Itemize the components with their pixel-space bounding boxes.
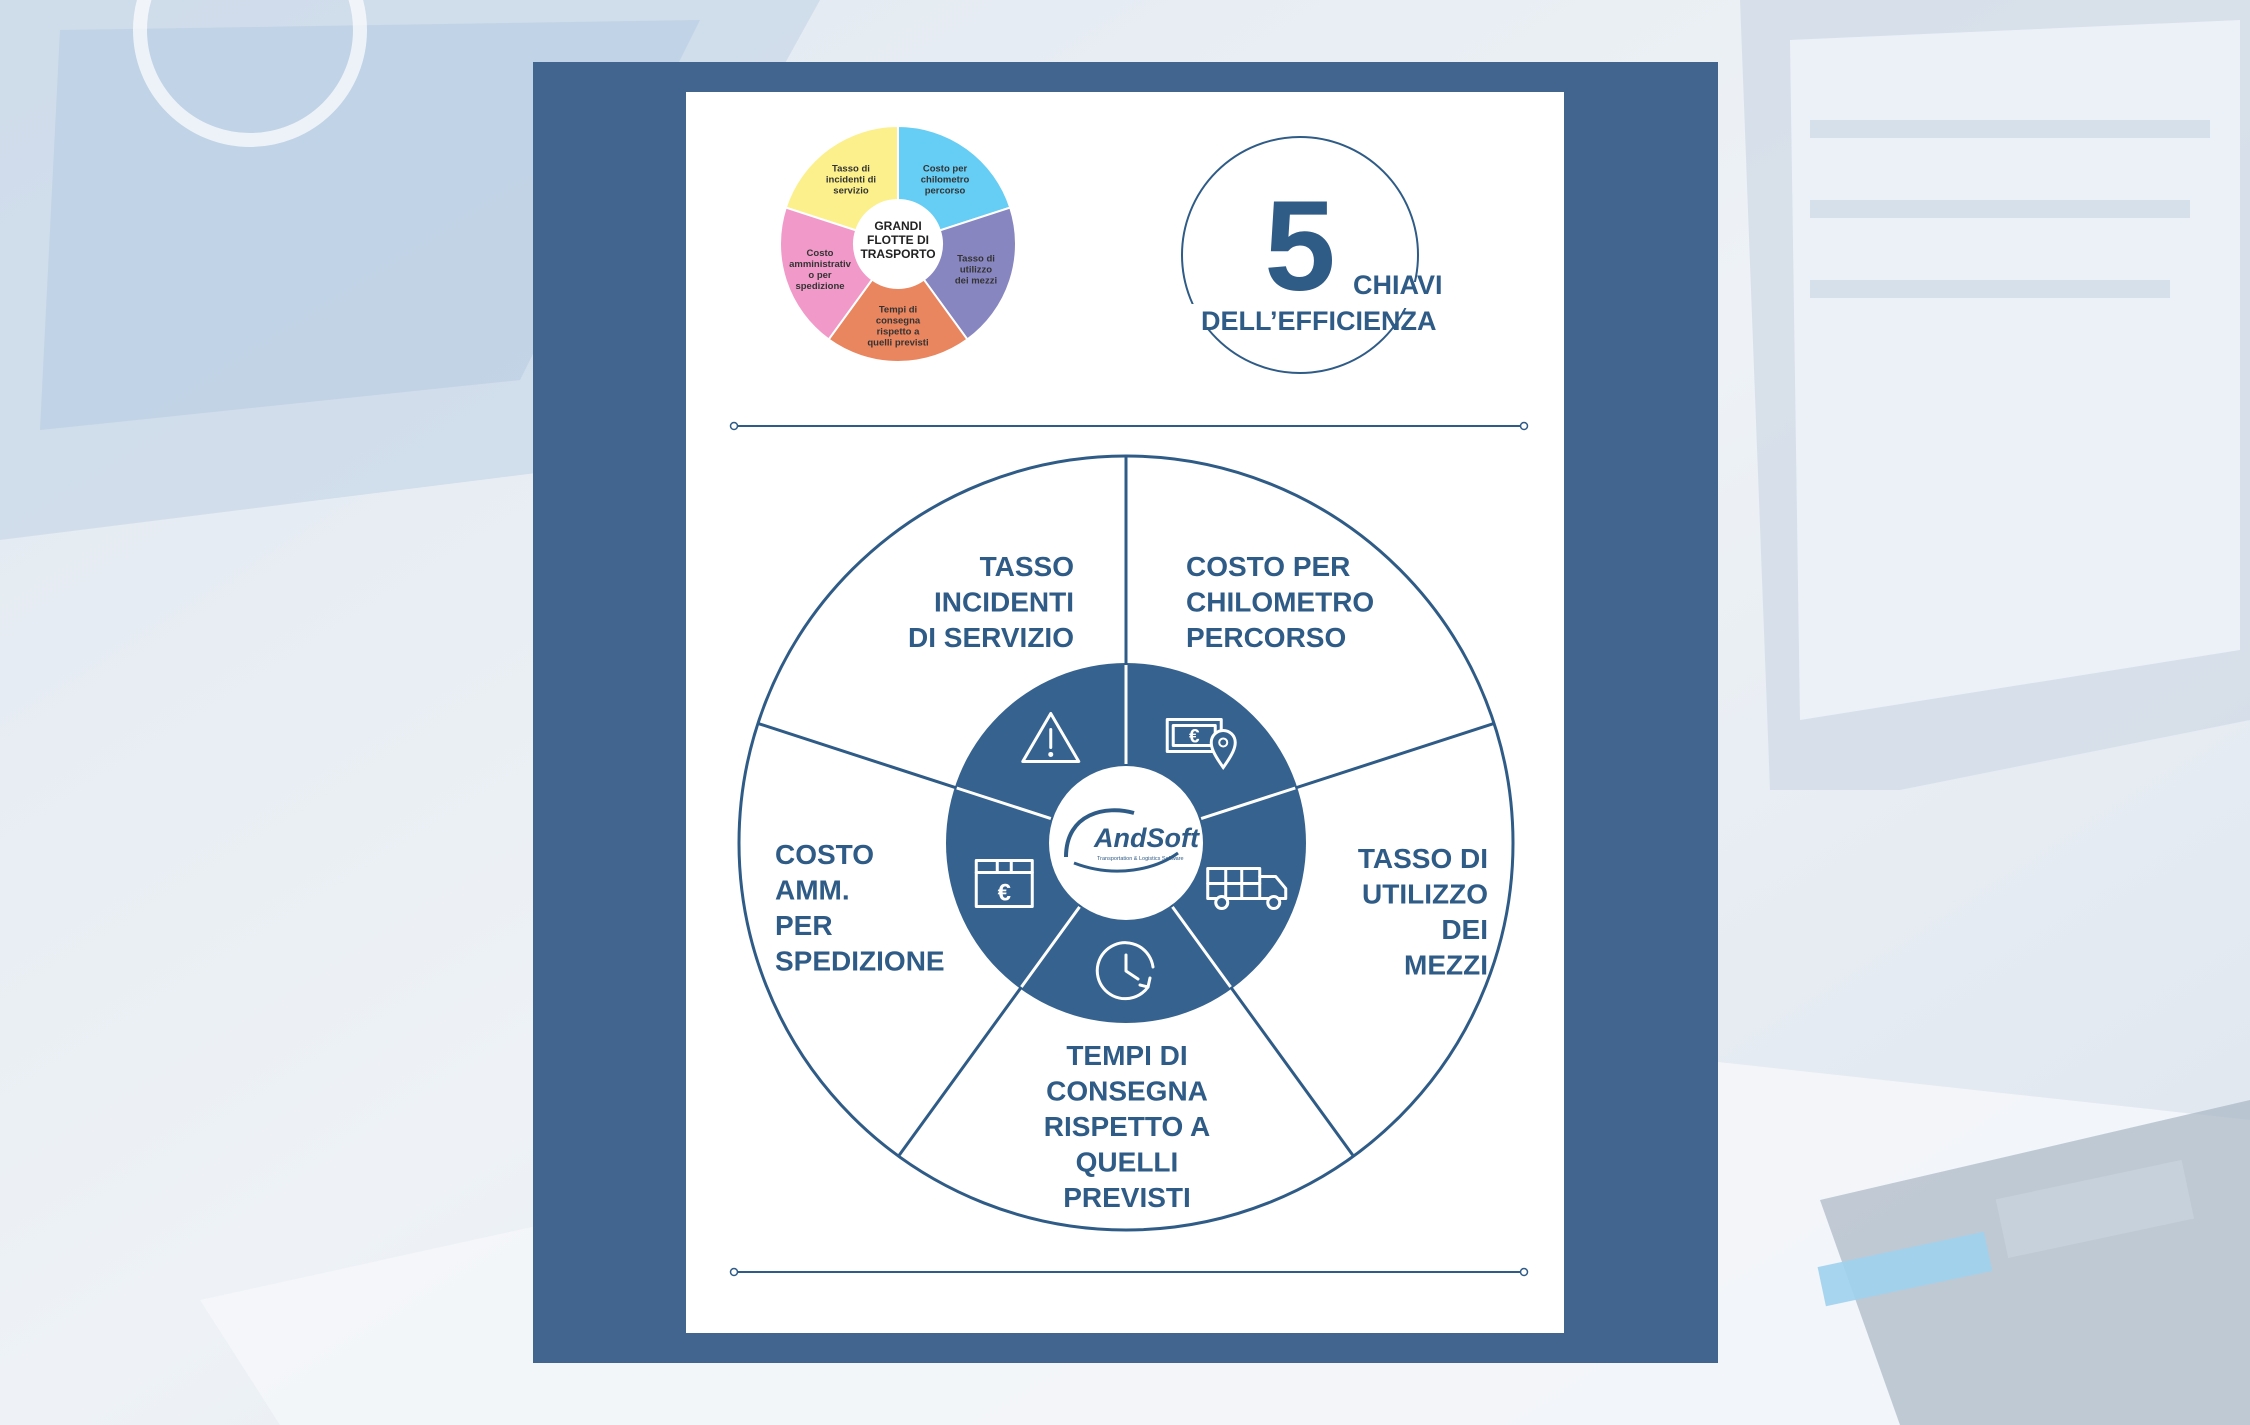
- wheel-segment-label: TEMPI DI CONSEGNA RISPETTO A QUELLI PREVISTI: [1044, 1040, 1210, 1213]
- wheel-segment-label: COSTO AMM. PER SPEDIZIONE: [775, 839, 945, 977]
- mini-segment-label-line: spedizione: [795, 281, 844, 292]
- wheel-segment-label: COSTO PER CHILOMETRO PERCORSO: [1186, 551, 1374, 653]
- wheel-segment-label-line: INCIDENTI: [934, 587, 1074, 618]
- mini-segment-label-line: o per: [808, 270, 832, 281]
- mini-segment-label-line: servizio: [833, 185, 869, 196]
- mini-wheel-center: [854, 200, 942, 288]
- mini-segment-label-line: utilizzo: [960, 264, 992, 275]
- heading-5-chiavi: 5 CHIAVI DELL’EFFICIENZA: [1181, 136, 1443, 374]
- mini-segment-label-line: quelli previsti: [867, 338, 928, 349]
- divider-top: [729, 421, 1529, 431]
- logo-tagline: Transportation & Logistics Software: [1097, 856, 1184, 862]
- svg-text:€: €: [1189, 726, 1200, 747]
- mini-center-label-line: GRANDI: [874, 219, 921, 233]
- warning-icon: [1021, 711, 1081, 763]
- wheel-segment-label-line: TASSO DI: [1358, 843, 1488, 874]
- wheel-segment-label-line: MEZZI: [1404, 950, 1488, 981]
- wheel-segment-label-line: CHILOMETRO: [1186, 587, 1374, 618]
- clock-icon: [1095, 941, 1155, 1001]
- mini-segment-label-line: percorso: [925, 185, 966, 196]
- heading-circle: [1181, 136, 1419, 374]
- wheel-segment-label-line: CONSEGNA: [1046, 1076, 1208, 1107]
- wheel-segment-label-line: QUELLI: [1076, 1147, 1179, 1178]
- mini-segment-label-line: Costo per: [923, 163, 968, 174]
- wheel-segment-label-line: PERCORSO: [1186, 622, 1346, 653]
- wheel-segment-label: TASSO INCIDENTI DI SERVIZIO: [908, 551, 1074, 653]
- box-euro-icon: €: [974, 859, 1034, 909]
- wheel-segment-label-line: COSTO PER: [1186, 551, 1350, 582]
- truck-icon: [1206, 867, 1288, 911]
- wheel-segment-label-line: DI SERVIZIO: [908, 622, 1074, 653]
- mini-segment-label-line: Costo: [807, 248, 834, 259]
- mini-center-label-line: FLOTTE DI: [867, 233, 929, 247]
- wheel-segment-label-line: TEMPI DI: [1066, 1040, 1187, 1071]
- divider-bottom: [729, 1267, 1529, 1277]
- logo-text: AndSoft: [1093, 823, 1200, 853]
- mini-segment-label-line: dei mezzi: [955, 275, 997, 286]
- heading-number: 5: [1264, 175, 1335, 318]
- wheel-segment-label-line: DEI: [1441, 914, 1488, 945]
- mini-segment-label-line: Tasso di: [957, 253, 995, 264]
- mini-segment-label-line: amministrativ: [789, 259, 851, 270]
- heading-line2: DELL’EFFICIENZA: [1201, 306, 1437, 336]
- wheel-segment-label-line: PER: [775, 910, 833, 941]
- mini-segment-label-line: rispetto a: [877, 327, 920, 338]
- mini-segment-label-line: chilometro: [921, 174, 970, 185]
- wheel-center: [1049, 766, 1203, 920]
- money-location-icon: €: [1165, 717, 1237, 771]
- svg-text:€: €: [998, 880, 1011, 907]
- mini-segment-label-line: consegna: [876, 316, 921, 327]
- mini-segment-label-line: Tempi di: [879, 305, 917, 316]
- wheel-segment-label-line: COSTO: [775, 839, 874, 870]
- mini-segment-label-line: Tasso di: [832, 163, 870, 174]
- wheel-segment-label-line: SPEDIZIONE: [775, 946, 945, 977]
- heading-line1: CHIAVI: [1353, 270, 1443, 300]
- wheel-segment-label-line: UTILIZZO: [1362, 879, 1488, 910]
- wheel-segment-label-line: RISPETTO A: [1044, 1111, 1210, 1142]
- wheel-segment-label-line: PREVISTI: [1063, 1182, 1191, 1213]
- mini-center-label-line: TRASPORTO: [860, 247, 935, 261]
- wheel-segment-label: TASSO DI UTILIZZO DEI MEZZI: [1358, 843, 1488, 981]
- wheel-segment-label-line: TASSO: [980, 551, 1074, 582]
- wheel-segment-label-line: AMM.: [775, 875, 850, 906]
- mini-segment-label-line: incidenti di: [826, 174, 876, 185]
